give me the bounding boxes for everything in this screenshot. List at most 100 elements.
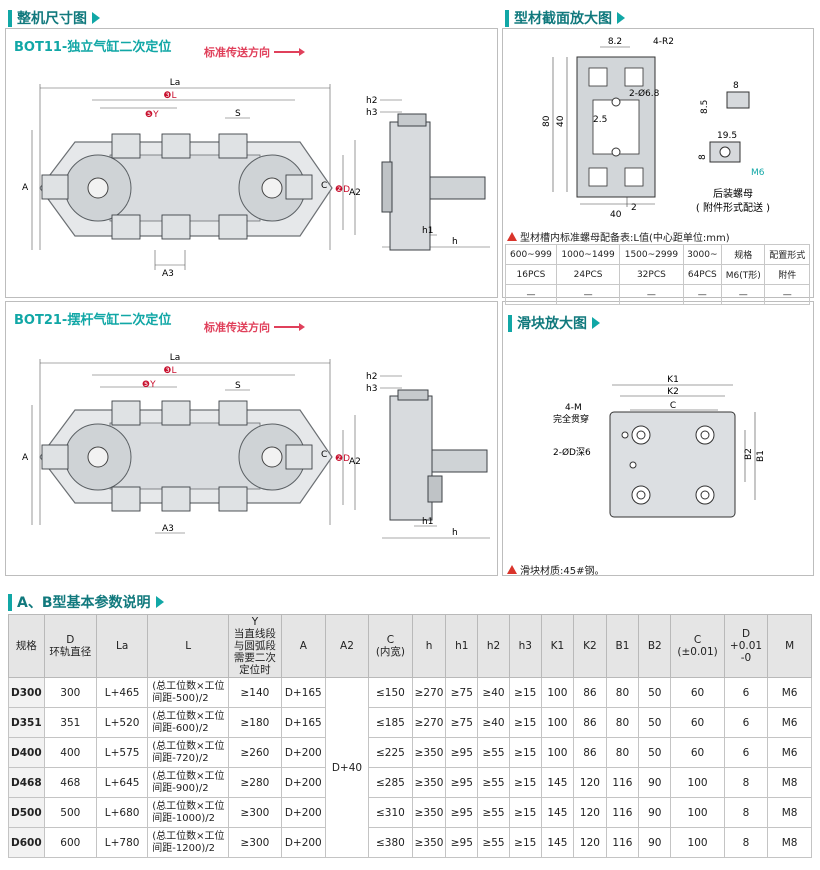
table-cell: ≥350 bbox=[411, 767, 447, 799]
a2-merged-cell: D+40 bbox=[324, 677, 370, 859]
d25-label: 2.5 bbox=[593, 115, 607, 125]
table-cell: 400 bbox=[43, 737, 97, 769]
table-header-cell: 1000~1499 bbox=[555, 244, 621, 265]
param-header-cell: h1 bbox=[445, 613, 479, 679]
warning-icon bbox=[507, 232, 517, 241]
table-cell: ≥95 bbox=[445, 827, 479, 859]
table-cell: ≤150 bbox=[368, 677, 413, 709]
slider-material-text: 滑块材质:45#钢。 bbox=[520, 566, 605, 577]
profile-heading: 型材截面放大图 bbox=[505, 8, 625, 28]
table-cell: ≥40 bbox=[477, 707, 510, 739]
table-cell: ≥95 bbox=[445, 737, 479, 769]
table-cell: 120 bbox=[573, 767, 607, 799]
table-cell: 6 bbox=[723, 737, 769, 769]
table-cell: D+200 bbox=[280, 737, 326, 769]
table-cell: ≤285 bbox=[368, 767, 413, 799]
table-cell: (总工位数×工位间距-720)/2 bbox=[147, 737, 229, 769]
table-cell: L+680 bbox=[95, 797, 149, 829]
bot21-top-view: La ❸L ❺Y S A C ❷D A2 A3 bbox=[22, 353, 360, 534]
table-cell: 100 bbox=[670, 767, 725, 799]
b1-label: B1 bbox=[756, 450, 766, 462]
w40-label: 40 bbox=[556, 115, 566, 127]
model-cell: D468 bbox=[8, 767, 45, 799]
table-cell: D+200 bbox=[280, 797, 326, 829]
table-cell: ≥180 bbox=[228, 707, 282, 739]
table-cell: 116 bbox=[605, 827, 640, 859]
table-cell: 90 bbox=[638, 797, 672, 829]
table-cell: ≥55 bbox=[477, 827, 510, 859]
bot21-side-view: h2 h3 h1 h bbox=[366, 372, 490, 539]
table-cell: ≥15 bbox=[508, 707, 542, 739]
table-cell: — bbox=[619, 284, 684, 305]
table-cell: 100 bbox=[540, 677, 575, 709]
model-cell: D300 bbox=[8, 677, 45, 709]
table-cell: 300 bbox=[43, 677, 97, 709]
table-cell: ≥350 bbox=[411, 737, 447, 769]
table-header-cell: 600~999 bbox=[505, 244, 557, 265]
table-cell: 80 bbox=[605, 707, 640, 739]
table-cell: — bbox=[764, 284, 810, 305]
table-cell: 145 bbox=[540, 827, 575, 859]
arrow-icon bbox=[592, 317, 600, 329]
table-cell: 86 bbox=[573, 737, 607, 769]
h1-label: h1 bbox=[422, 226, 433, 236]
table-cell: 468 bbox=[43, 767, 97, 799]
table-cell: 100 bbox=[670, 827, 725, 859]
table-cell: M6 bbox=[767, 677, 812, 709]
dimension-heading: 整机尺寸图 bbox=[8, 8, 100, 28]
table-cell: — bbox=[721, 284, 766, 305]
table-cell: 附件 bbox=[764, 264, 810, 285]
nut-w195-label: 19.5 bbox=[717, 131, 737, 141]
table-cell: 80 bbox=[605, 677, 640, 709]
table-cell: (总工位数×工位间距-600)/2 bbox=[147, 707, 229, 739]
la-label: La bbox=[170, 78, 181, 88]
param-header-cell: L bbox=[147, 613, 229, 679]
param-header-cell: A2 bbox=[324, 613, 370, 679]
table-cell: 100 bbox=[540, 707, 575, 739]
bot11-direction: 标准传送方向 bbox=[204, 44, 305, 60]
table-cell: 145 bbox=[540, 767, 575, 799]
table-cell: 100 bbox=[540, 737, 575, 769]
table-cell: 8 bbox=[723, 767, 769, 799]
w40b-label: 40 bbox=[610, 210, 622, 220]
table-cell: 90 bbox=[638, 827, 672, 859]
model-cell: D600 bbox=[8, 827, 45, 859]
bot21-title: BOT21-摆杆气缸二次定位 bbox=[14, 313, 172, 328]
h2-label: h2 bbox=[366, 96, 377, 106]
slider-c-label: C bbox=[670, 401, 676, 411]
l-label: ❸L bbox=[163, 91, 176, 101]
table-cell: 6 bbox=[723, 677, 769, 709]
la-label: La bbox=[170, 353, 181, 363]
table-cell: ≥140 bbox=[228, 677, 282, 709]
w80-label: 80 bbox=[542, 115, 552, 127]
table-cell: 60 bbox=[670, 737, 725, 769]
table-cell: ≥260 bbox=[228, 737, 282, 769]
table-cell: L+520 bbox=[95, 707, 149, 739]
param-header-cell: B2 bbox=[638, 613, 672, 679]
k2-label: K2 bbox=[667, 387, 679, 397]
table-cell: ≥15 bbox=[508, 797, 542, 829]
h-label: h bbox=[452, 237, 458, 247]
bot11-top-view: La ❸L ❺Y S A C ❷D A2 A3 bbox=[22, 78, 360, 279]
m2-label: 完全贯穿 bbox=[553, 413, 589, 425]
table-header-cell: 1500~2999 bbox=[619, 244, 684, 265]
t-nut-top bbox=[726, 91, 750, 109]
h-label: h bbox=[452, 528, 458, 538]
table-cell: ≥55 bbox=[477, 767, 510, 799]
param-header-cell: B1 bbox=[605, 613, 640, 679]
param-header-cell: h3 bbox=[508, 613, 542, 679]
table-cell: L+465 bbox=[95, 677, 149, 709]
table-cell: 600 bbox=[43, 827, 97, 859]
table-header-cell: 规格 bbox=[721, 244, 766, 265]
param-header-cell: K2 bbox=[573, 613, 607, 679]
screw-caption-text: 型材槽内标准螺母配备表:L值(中心距单位:mm) bbox=[520, 233, 730, 244]
table-cell: ≥95 bbox=[445, 767, 479, 799]
table-header-cell: 3000~ bbox=[682, 244, 723, 265]
dimension-panel-top bbox=[5, 28, 498, 298]
table-cell: 64PCS bbox=[682, 264, 723, 285]
